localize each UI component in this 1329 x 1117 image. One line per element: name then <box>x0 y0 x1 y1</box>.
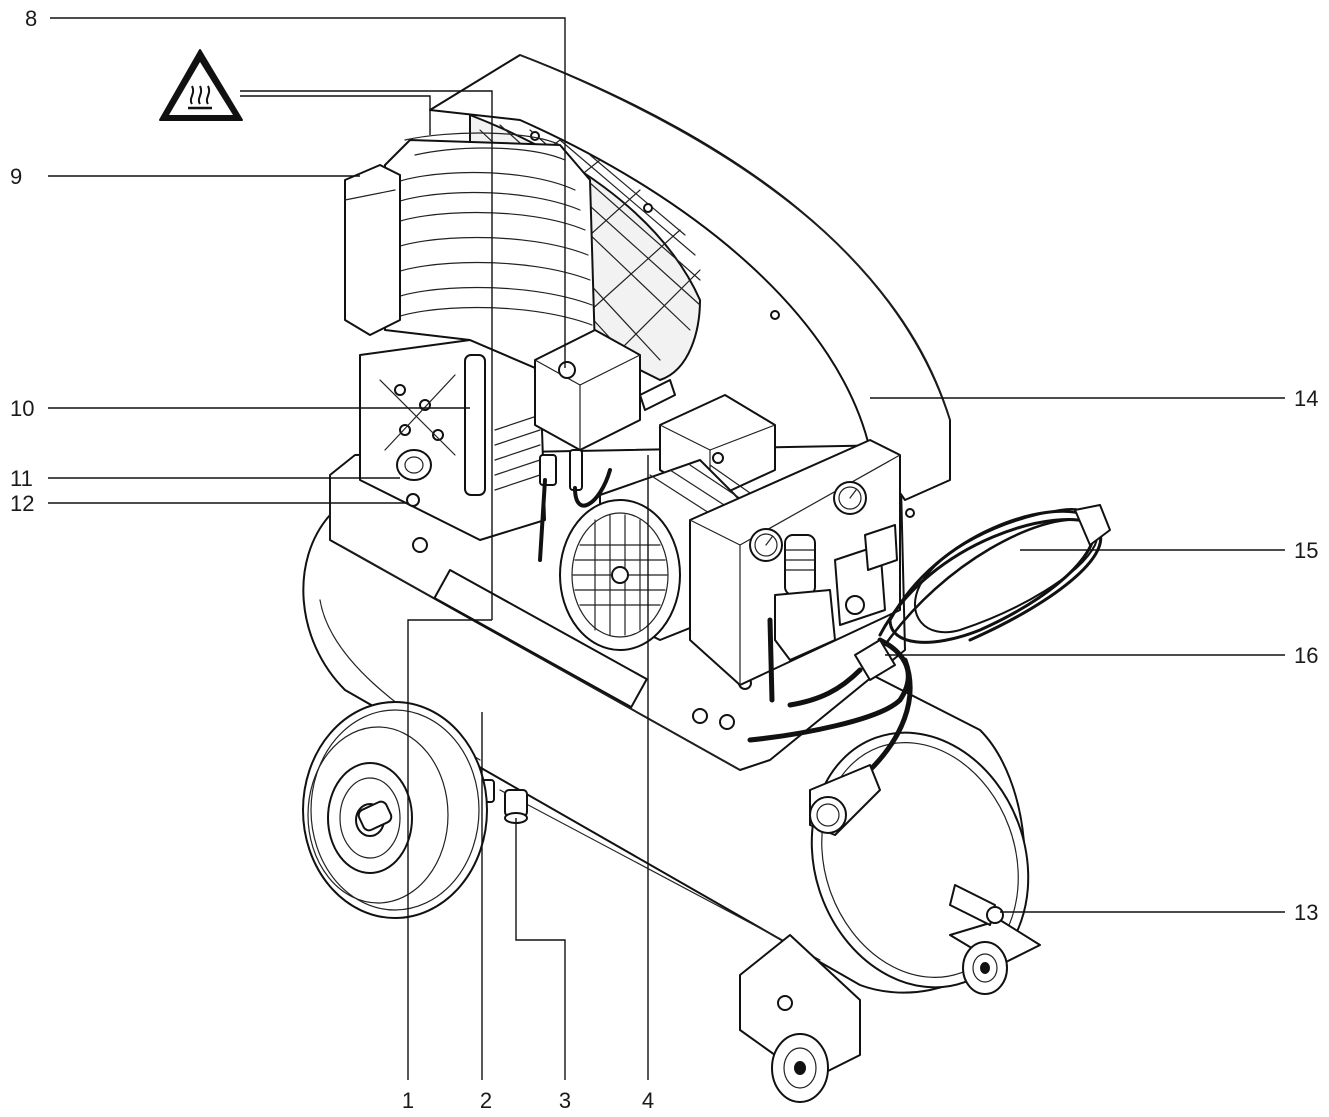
callout-1: 1 <box>402 1088 414 1113</box>
callout-10: 10 <box>10 396 34 421</box>
callout-4: 4 <box>642 1088 654 1113</box>
leader-lines <box>48 17 1285 1080</box>
pressure-switch <box>534 329 676 562</box>
callout-15: 15 <box>1294 538 1318 563</box>
callout-labels: 8 9 10 11 12 14 15 16 13 1 2 3 4 <box>10 6 1318 1113</box>
caster-wheels <box>739 919 1041 1103</box>
electric-motor <box>559 394 776 651</box>
callout-14: 14 <box>1294 386 1318 411</box>
callout-12: 12 <box>10 491 34 516</box>
compressor-pump <box>344 132 596 541</box>
control-panel <box>689 439 901 703</box>
wheel <box>302 701 488 919</box>
callout-16: 16 <box>1294 643 1318 668</box>
callout-3: 3 <box>559 1088 571 1113</box>
power-cable <box>747 637 913 836</box>
callout-2: 2 <box>480 1088 492 1113</box>
outlet-coupling <box>949 884 1004 926</box>
hot-surface-warning-icon <box>159 49 243 121</box>
callout-11: 11 <box>10 466 33 491</box>
callout-9: 9 <box>10 164 22 189</box>
air-hose-coil <box>787 504 1111 708</box>
callout-13: 13 <box>1294 900 1318 925</box>
callout-8: 8 <box>25 6 37 31</box>
